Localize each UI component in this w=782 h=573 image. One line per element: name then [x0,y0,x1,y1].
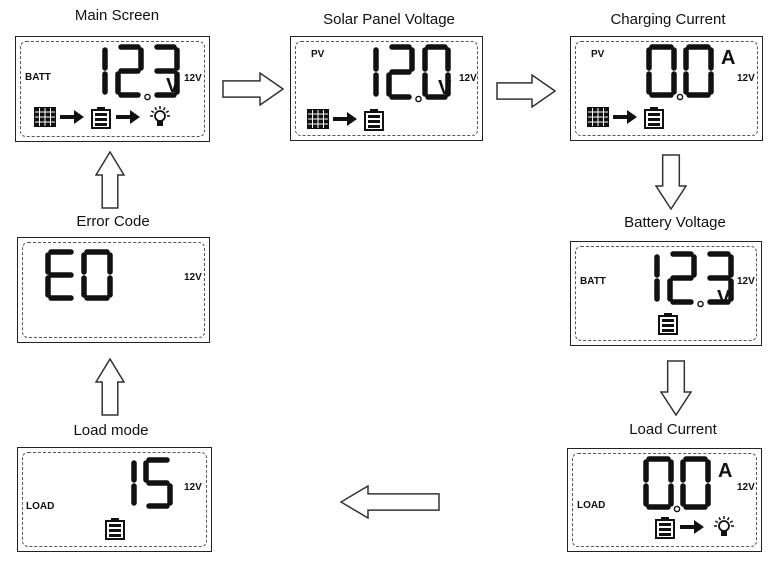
flow-arrow-shape [496,74,556,108]
battery-icon [105,518,125,540]
lcd-unit: A [718,460,732,482]
lcd-battery: BATT 12V V [570,241,762,346]
lcd-charge: PV 12V A [570,36,763,141]
lcd-system-voltage: 12V [737,73,755,84]
lcd-load-mode: LOAD 12V [17,447,212,552]
flow-arrow-load-mode-to-error [95,358,125,416]
lcd-unit: V [438,77,452,99]
lcd-decimal-point [415,95,422,103]
screen-title-charge: Charging Current [610,11,726,28]
lcd-digit [115,44,144,98]
lcd-graphics: A [587,44,735,129]
arrow-right-icon [116,110,140,124]
lcd-graphics [45,249,113,301]
bulb-icon [150,106,170,126]
lcd-digit [643,456,674,510]
flow-arrow-main-to-solar [222,72,284,106]
flow-arrow-battery-to-load-current [660,360,692,416]
lcd-system-voltage: 12V [184,73,202,84]
battery-icon [658,313,678,335]
lcd-system-voltage: 12V [184,272,202,283]
lcd-digit [707,251,734,305]
lcd-tag: LOAD [577,500,606,511]
flow-arrow-shape [660,360,692,416]
lcd-bezel [575,41,758,136]
flow-arrow-shape [655,154,687,210]
battery-icon [91,107,111,129]
arrow-right-icon [680,520,704,534]
lcd-decimal-point [697,300,704,308]
flow-arrow-shape [95,151,125,209]
screen-title-solar: Solar Panel Voltage [323,11,455,28]
lcd-tag: PV [591,49,605,60]
screen-title-load-mode: Load mode [73,422,149,439]
lcd-main: BATT 12V V [15,36,210,142]
lcd-tag: LOAD [26,501,55,512]
solar-panel-icon [34,107,56,127]
solar-panel-icon [307,109,329,129]
lcd-tag: PV [311,49,325,60]
lcd-decimal-point [673,505,681,513]
screen-title-load-current: Load Current [629,421,717,438]
lcd-digit [667,251,697,305]
lcd-tag: BATT [580,276,606,287]
lcd-digit [680,456,711,510]
lcd-bezel [295,41,478,136]
arrow-right-icon [333,112,357,126]
bulb-icon [714,516,734,536]
lcd-unit: V [717,287,731,309]
lcd-digit [45,249,74,301]
lcd-load-current: LOAD 12V A [567,448,762,552]
arrow-right-icon [60,110,84,124]
arrow-right-icon [613,110,637,124]
lcd-decimal-point [676,93,684,101]
lcd-unit: A [721,47,735,69]
lcd-bezel [575,246,757,341]
screen-title-error: Error Code [76,213,150,230]
lcd-digit [422,44,451,100]
lcd-digit [143,457,173,509]
flow-arrow-solar-to-charge [496,74,556,108]
lcd-bezel [22,242,205,338]
lcd-solar: PV 12V V [290,36,483,141]
lcd-decimal-point [144,93,151,101]
lcd-graphics: V [34,44,180,129]
lcd-system-voltage: 12V [184,482,202,493]
lcd-error: 12V [17,237,210,343]
lcd-system-voltage: 12V [737,276,755,287]
screen-title-battery: Battery Voltage [624,214,726,231]
flow-arrow-charge-to-battery [655,154,687,210]
flow-arrow-error-to-main [95,151,125,209]
lcd-system-voltage: 12V [737,482,755,493]
flow-arrow-load-current-to-load-mode [340,485,440,519]
lcd-bezel [22,452,207,547]
lcd-graphics [105,457,173,540]
solar-panel-icon [587,107,609,127]
flow-arrow-shape [340,485,440,519]
lcd-digit [646,44,677,98]
lcd-bezel [20,41,205,137]
lcd-digit [683,44,714,98]
lcd-tag: BATT [25,72,51,83]
flow-arrow-shape [95,358,125,416]
battery-icon [655,517,675,539]
flow-arrow-shape [222,72,284,106]
lcd-graphics: A [643,456,734,539]
lcd-graphics: V [307,44,452,131]
lcd-digit [81,249,113,301]
lcd-digit [386,44,415,100]
lcd-unit: V [166,75,180,97]
battery-icon [644,107,664,129]
screen-title-main: Main Screen [74,7,160,24]
battery-icon [364,109,384,131]
lcd-system-voltage: 12V [459,73,477,84]
lcd-digit [154,44,180,98]
lcd-graphics: V [654,251,734,335]
lcd-bezel [572,453,757,547]
